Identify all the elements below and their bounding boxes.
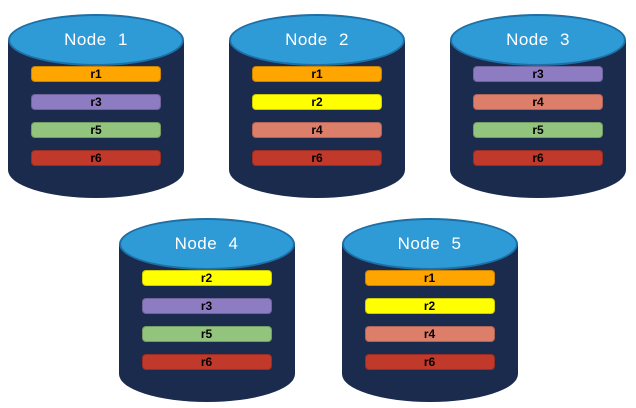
replica-bar: r6	[252, 150, 382, 166]
replica-bar: r2	[252, 94, 382, 110]
replica-list: r1 r2 r4 r6	[229, 66, 405, 166]
replica-bar: r6	[364, 354, 495, 370]
node-cylinder-4: Node 4 r2 r3 r5 r6	[118, 218, 295, 402]
replica-bar: r2	[141, 270, 272, 286]
replica-bar: r5	[141, 326, 272, 342]
node-cylinder-1: Node 1 r1 r3 r5 r6	[8, 14, 184, 198]
replica-bar: r1	[31, 66, 161, 82]
cylinder-top: Node 5	[341, 218, 518, 270]
replica-bar: r1	[364, 270, 495, 286]
replica-list: r3 r4 r5 r6	[450, 66, 626, 166]
cylinder-top: Node 2	[229, 14, 405, 66]
node-cylinder-3: Node 3 r3 r4 r5 r6	[450, 14, 626, 198]
replica-bar: r1	[252, 66, 382, 82]
replica-bar: r4	[364, 326, 495, 342]
node-title: Node 3	[506, 30, 570, 49]
node-title: Node 4	[174, 234, 239, 253]
replica-bar: r4	[252, 122, 382, 138]
node-title: Node 1	[64, 30, 128, 49]
node-cylinder-2: Node 2 r1 r2 r4 r6	[229, 14, 405, 198]
cylinder-top: Node 3	[450, 14, 626, 66]
node-cylinder-5: Node 5 r1 r2 r4 r6	[341, 218, 518, 402]
replica-bar: r3	[141, 298, 272, 314]
replica-bar: r3	[31, 94, 161, 110]
replica-bar: r3	[473, 66, 603, 82]
node-row-top: Node 1 r1 r3 r5 r6 Node 2 r1 r2 r4 r6	[0, 0, 636, 198]
replica-bar: r6	[473, 150, 603, 166]
replica-list: r1 r2 r4 r6	[342, 270, 518, 370]
replica-bar: r6	[141, 354, 272, 370]
node-title: Node 5	[397, 234, 462, 253]
replica-bar: r2	[364, 298, 495, 314]
replica-bar: r5	[31, 122, 161, 138]
replica-bar: r6	[31, 150, 161, 166]
cylinder-top: Node 4	[118, 218, 295, 270]
replica-list: r1 r3 r5 r6	[8, 66, 184, 166]
node-title: Node 2	[285, 30, 349, 49]
node-row-bottom: Node 4 r2 r3 r5 r6 Node 5 r1 r2 r4 r6	[0, 218, 636, 402]
replica-list: r2 r3 r5 r6	[119, 270, 295, 370]
replica-bar: r4	[473, 94, 603, 110]
replica-bar: r5	[473, 122, 603, 138]
cylinder-top: Node 1	[8, 14, 184, 66]
